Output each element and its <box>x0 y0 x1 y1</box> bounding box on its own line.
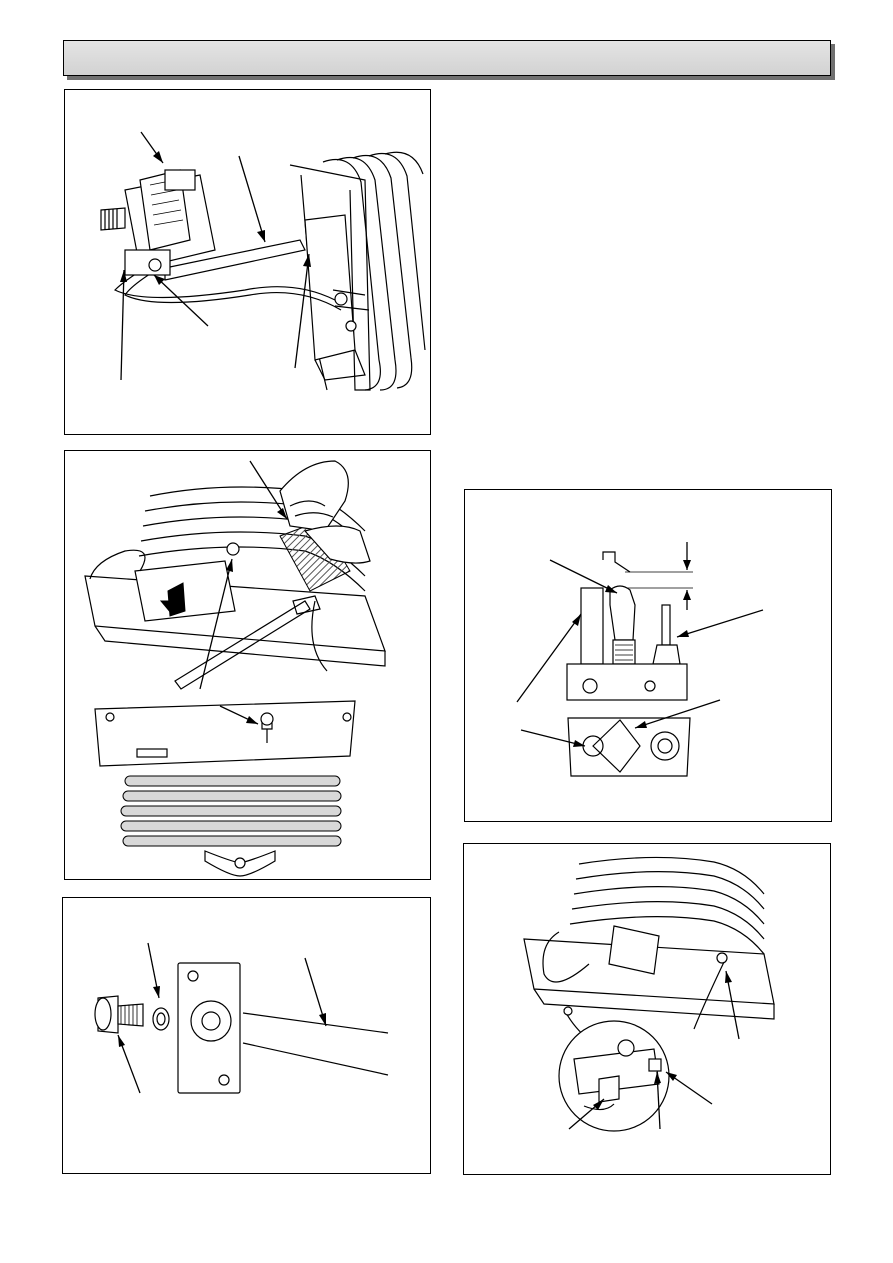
burner-removal-illustration <box>84 460 386 877</box>
figure-pilot-assembly <box>464 489 832 822</box>
page-header-bar <box>63 40 831 76</box>
pilot-connections-illustration <box>523 856 775 1132</box>
figure-gas-valve-assembly <box>64 89 431 435</box>
figure-injector-washer <box>62 897 431 1174</box>
gas-valve-burner-illustration <box>100 131 426 391</box>
figure-burner-removal <box>64 450 431 880</box>
figure-pilot-connections <box>463 843 831 1175</box>
pilot-electrode-illustration <box>516 542 764 777</box>
injector-washer-illustration <box>94 942 389 1094</box>
